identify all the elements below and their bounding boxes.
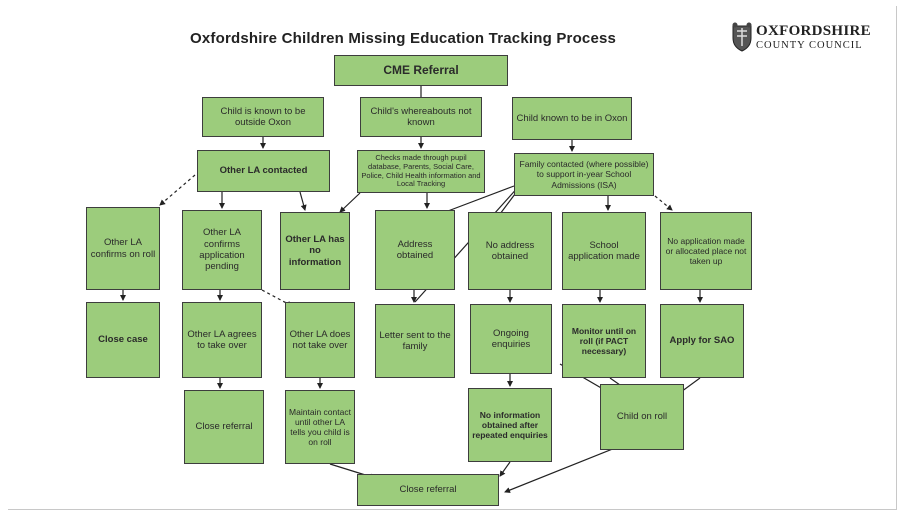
address-obtained-box: Address obtained: [375, 210, 455, 290]
no-address-box: No address obtained: [468, 212, 552, 290]
whereabouts-unknown-box: Child's whereabouts not known: [360, 97, 482, 137]
school-application-box: School application made: [562, 212, 646, 290]
connector: [654, 195, 673, 211]
child-on-roll-box: Child on roll: [600, 384, 684, 450]
connector: [499, 461, 511, 477]
connector: [159, 174, 196, 206]
other-la-confirms-roll-box: Other LA confirms on roll: [86, 207, 160, 290]
no-application-box: No application made or allocated place n…: [660, 212, 752, 290]
connector: [299, 191, 307, 211]
close-referral-final-box: Close referral: [357, 474, 499, 506]
other-la-does-not-box: Other LA does not take over: [285, 302, 355, 378]
cme-referral-box: CME Referral: [334, 55, 508, 86]
no-information-box: No information obtained after repeated e…: [468, 388, 552, 462]
monitor-on-roll-box: Monitor until on roll (if PACT necessary…: [562, 304, 646, 378]
other-la-contacted-box: Other LA contacted: [197, 150, 330, 192]
other-la-agrees-box: Other LA agrees to take over: [182, 302, 262, 378]
logo-line-2: COUNTY COUNCIL: [756, 40, 863, 51]
checks-box: Checks made through pupil database, Pare…: [357, 150, 485, 193]
maintain-contact-box: Maintain contact until other LA tells yo…: [285, 390, 355, 464]
family-contacted-box: Family contacted (where possible) to sup…: [514, 153, 654, 196]
close-case-box: Close case: [86, 302, 160, 378]
logo-line-1: OXFORDSHIRE: [756, 23, 871, 39]
apply-for-sao-box: Apply for SAO: [660, 304, 744, 378]
connector: [439, 185, 515, 215]
known-in-oxon-box: Child known to be in Oxon: [512, 97, 632, 140]
close-referral-box: Close referral: [184, 390, 264, 464]
ongoing-enquiries-box: Ongoing enquiries: [470, 304, 552, 374]
letter-sent-box: Letter sent to the family: [375, 304, 455, 378]
diagram-title: Oxfordshire Children Missing Education T…: [190, 30, 617, 47]
other-la-confirms-pending-box: Other LA confirms application pending: [182, 210, 262, 290]
crest-icon: [732, 22, 752, 52]
council-logo: OXFORDSHIRE COUNTY COUNCIL: [730, 22, 890, 62]
other-la-no-information-box: Other LA has no information: [280, 212, 350, 290]
connector: [339, 192, 361, 213]
known-outside-box: Child is known to be outside Oxon: [202, 97, 324, 137]
